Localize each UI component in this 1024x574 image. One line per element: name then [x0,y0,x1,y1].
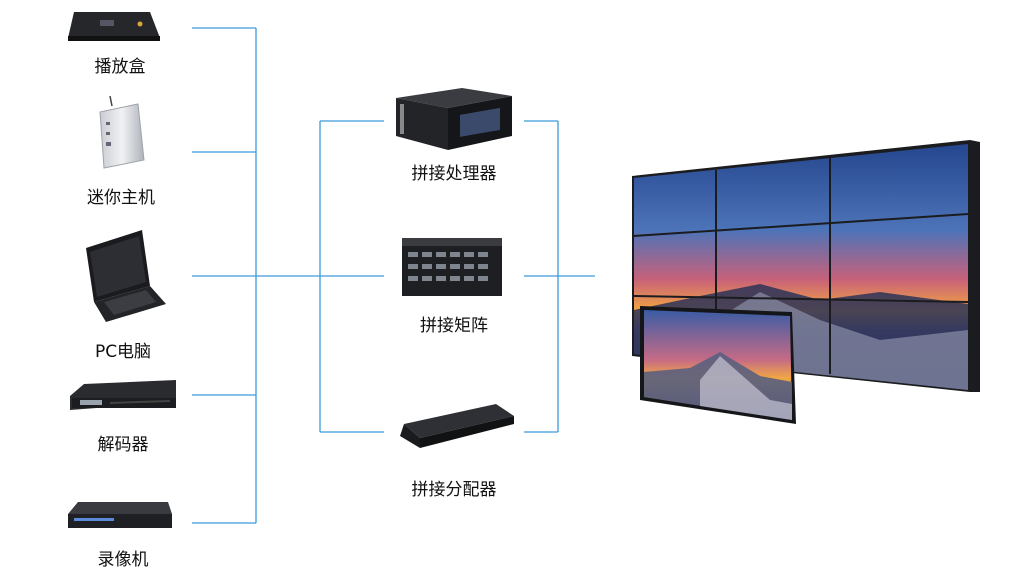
source-label-media-player: 播放盒 [94,57,146,77]
source-label-decoder: 解码器 [97,435,149,455]
laptop-icon [86,230,166,322]
media-player-box-icon [68,12,160,41]
connector-lines [192,27,595,524]
mini-pc-icon [99,95,145,169]
decoder-icon [70,380,176,410]
source-label-video-recorder: 录像机 [97,550,149,570]
splicing-distributor-icon [400,404,514,448]
processor-label-splicing-distributor: 拼接分配器 [411,480,497,500]
processor-label-splicing-matrix: 拼接矩阵 [420,316,488,336]
video-wall-display-icon [632,140,980,424]
source-label-pc: PC电脑 [94,342,152,362]
video-recorder-icon [68,502,172,528]
processor-label-splicing-processor: 拼接处理器 [411,164,497,184]
source-label-mini-pc: 迷你主机 [87,188,155,208]
splicing-processor-icon [396,88,512,150]
splicing-matrix-icon [402,238,502,296]
